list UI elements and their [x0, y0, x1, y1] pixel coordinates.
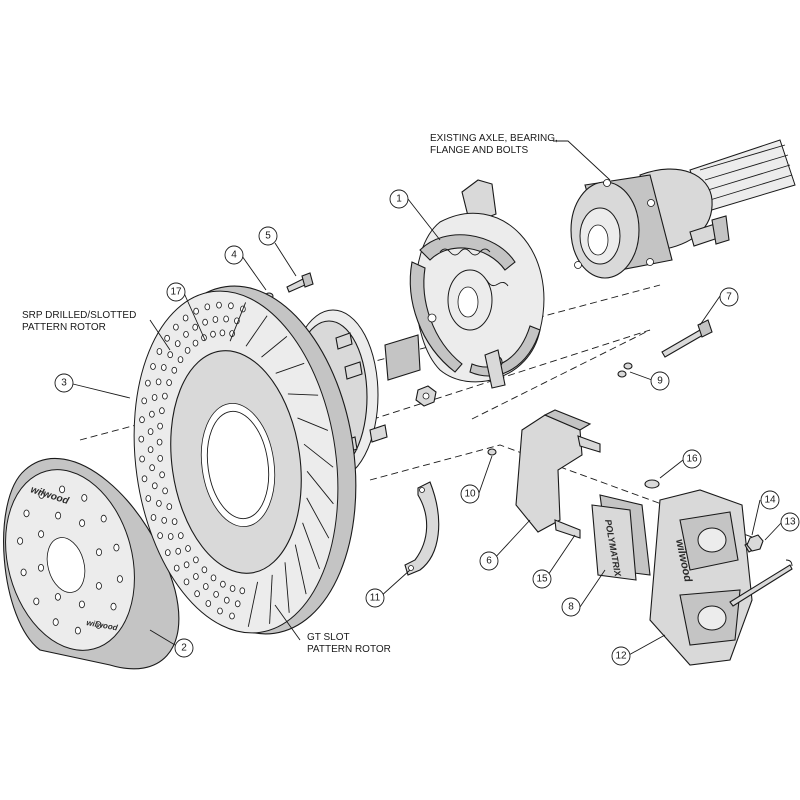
label-gt-rotor-line2: PATTERN ROTOR — [307, 644, 391, 655]
callout-3: 3 — [54, 373, 74, 393]
label-existing-axle-line1: EXISTING AXLE, BEARING, — [430, 133, 558, 144]
callout-2: 2 — [174, 638, 194, 658]
callout-16: 16 — [682, 449, 702, 469]
parking-brake-backing-plate — [409, 179, 545, 389]
label-srp-rotor-line1: SRP DRILLED/SLOTTED — [22, 310, 136, 321]
callout-5: 5 — [258, 226, 278, 246]
annotation-labels: EXISTING AXLE, BEARING, FLANGE AND BOLTS… — [22, 133, 558, 655]
parking-cable-bracket — [404, 481, 440, 576]
callout-12: 12 — [611, 646, 631, 666]
callout-10: 10 — [460, 484, 480, 504]
callout-6: 6 — [479, 551, 499, 571]
svg-text:14: 14 — [764, 495, 776, 506]
callout-17: 17 — [166, 282, 186, 302]
callout-7: 7 — [719, 287, 739, 307]
callout-14: 14 — [760, 490, 780, 510]
callout-15: 15 — [532, 569, 552, 589]
brake-rotor — [133, 285, 357, 635]
svg-text:6: 6 — [486, 556, 492, 567]
svg-text:2: 2 — [181, 643, 187, 654]
svg-text:15: 15 — [536, 574, 548, 585]
label-srp-rotor-line2: PATTERN ROTOR — [22, 322, 106, 333]
label-existing-axle-line2: FLANGE AND BOLTS — [430, 145, 529, 156]
bolt-and-washer — [264, 272, 314, 300]
leader-lines — [72, 140, 783, 657]
svg-text:9: 9 — [657, 376, 663, 387]
svg-text:5: 5 — [265, 231, 271, 242]
existing-axle-assembly — [570, 139, 796, 279]
svg-text:12: 12 — [615, 651, 627, 662]
callouts: 1 4 5 17 3 2 7 9 10 16 14 13 6 15 8 11 1… — [54, 189, 800, 666]
svg-text:13: 13 — [784, 517, 796, 528]
label-gt-rotor-line1: GT SLOT — [307, 632, 350, 643]
brake-pad: POLYMATRIX — [591, 494, 651, 581]
svg-text:1: 1 — [396, 194, 402, 205]
callout-1: 1 — [389, 189, 409, 209]
svg-text:3: 3 — [61, 378, 67, 389]
svg-text:10: 10 — [464, 489, 476, 500]
caliper-mounting-bolt — [617, 319, 713, 378]
svg-text:17: 17 — [170, 287, 182, 298]
brake-drum: wilwood wilwood — [3, 458, 180, 670]
callout-11: 11 — [365, 588, 385, 608]
svg-text:16: 16 — [686, 454, 698, 465]
svg-text:7: 7 — [726, 292, 732, 303]
callout-13: 13 — [780, 512, 800, 532]
svg-text:4: 4 — [231, 250, 237, 261]
caliper-bracket — [487, 409, 601, 539]
callout-9: 9 — [650, 371, 670, 391]
callout-8: 8 — [561, 597, 581, 617]
svg-text:11: 11 — [370, 593, 381, 604]
svg-text:8: 8 — [568, 602, 574, 613]
brake-caliper: wilwood — [644, 479, 793, 666]
callout-4: 4 — [224, 245, 244, 265]
